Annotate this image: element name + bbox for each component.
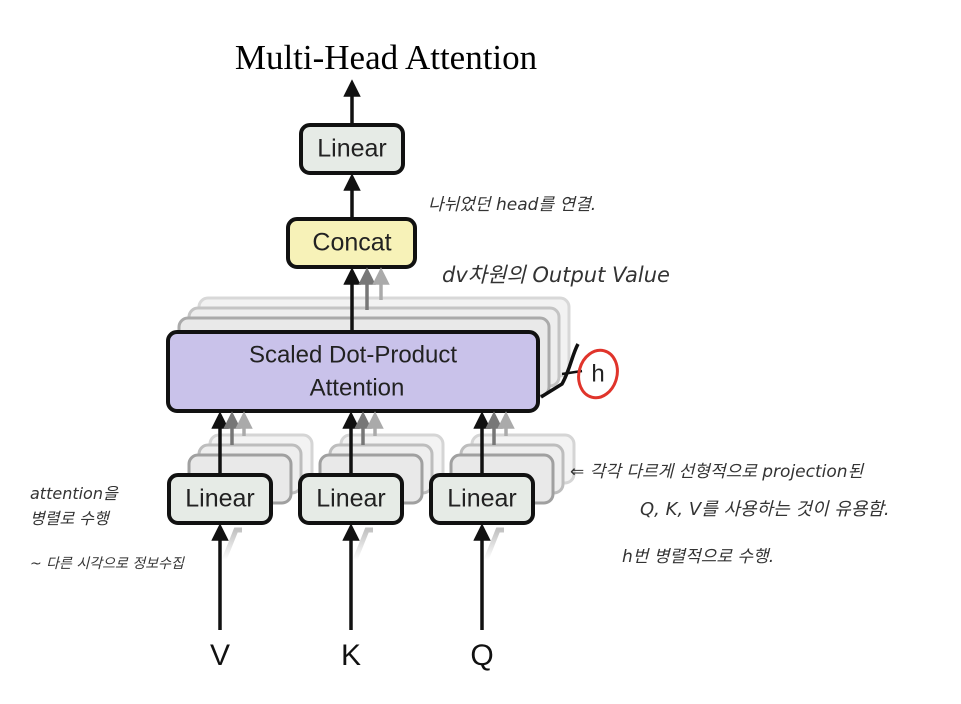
concat-box (286, 217, 417, 269)
input-v-label: V (210, 639, 230, 672)
sdpa-label-line1: Scaled Dot-Product (249, 341, 457, 368)
linear-q-box (429, 473, 535, 525)
diagram-title: Multi-Head Attention (234, 38, 538, 77)
note-left-line2: 병렬로 수행 (30, 509, 111, 528)
note-concat: 나뉘었던 head를 연결. (428, 195, 596, 215)
linear-v-group: Linear (167, 411, 314, 561)
concat-label: Concat (312, 229, 391, 257)
note-left-line1: attention을 (30, 484, 119, 503)
head-count-label: h (591, 360, 604, 387)
linear-q-label: Linear (447, 485, 517, 513)
linear-v-label: Linear (185, 485, 255, 513)
linear-k-group: Linear (298, 411, 445, 561)
linear-k-box (298, 473, 404, 525)
note-left-line3: ~ 다른 시각으로 정보수집 (30, 556, 185, 572)
linear-v-box (167, 473, 273, 525)
linear-k-label: Linear (316, 485, 386, 513)
input-k-label: K (341, 639, 361, 672)
note-right-line3: h번 병렬적으로 수행. (622, 547, 774, 567)
linear-q-group: Linear (429, 411, 576, 561)
input-q-label: Q (470, 639, 493, 672)
head-bracket (540, 343, 580, 399)
linear-top-label: Linear (317, 135, 387, 163)
note-output: dv차원의 Output Value (442, 263, 670, 287)
linear-top-box (299, 123, 405, 175)
head-count-circle (577, 348, 619, 400)
note-right-line2: Q, K, V를 사용하는 것이 유용함. (640, 499, 890, 520)
note-right-line1: ⇐ 각각 다르게 선형적으로 projection된 (570, 462, 865, 482)
sdpa-box (166, 330, 540, 413)
sdpa-label-line2: Attention (310, 374, 405, 401)
